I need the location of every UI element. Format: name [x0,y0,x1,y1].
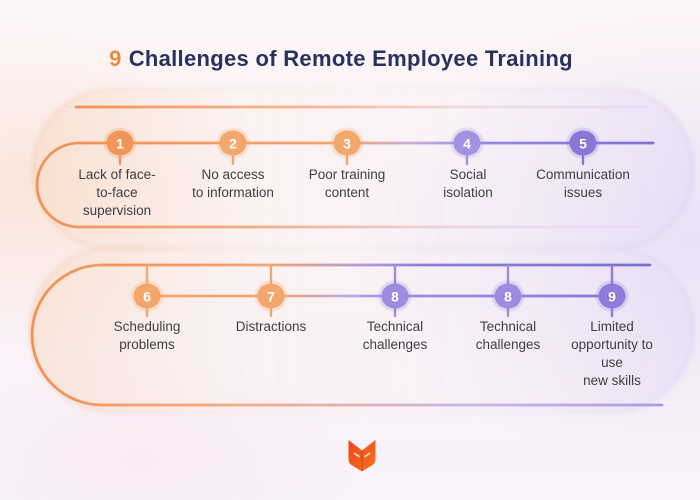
step-circle-8b: 8 [494,283,522,309]
title-number: 9 [109,46,122,71]
step-label-8: Technical challenges [362,319,428,352]
step-circle-5: 5 [569,130,597,156]
step-label-7: Distractions [235,319,307,334]
step-circle-6: 6 [133,283,161,309]
bottom-track-outline [30,263,664,407]
step-label-6: Scheduling problems [113,319,181,352]
step-circle-1: 1 [106,130,134,156]
step-circle-7: 7 [257,283,285,309]
step-circle-8: 8 [381,283,409,309]
step-label-1: Lack of face- to-face supervision [78,167,156,218]
fox-left-eye [353,452,360,458]
step-circle-4: 4 [453,130,481,156]
step-circle-3: 3 [333,130,361,156]
step-circle-2: 2 [219,130,247,156]
bottom-track-soft-pill [29,247,694,413]
fox-right-eye [364,452,371,458]
step-label-8b: Technical challenges [475,319,541,352]
fox-book-logo-icon [348,440,376,472]
title-text: Challenges of Remote Employee Training [128,46,573,71]
step-label-4: Social isolation [443,167,493,200]
step-label-5: Communication issues [536,167,630,200]
step-label-3: Poor training content [308,167,386,200]
step-circle-9: 9 [598,283,626,309]
step-label-2: No access to information [192,167,274,200]
top-track-outline [35,141,644,229]
step-label-9: Limited opportunity to use new skills [571,319,653,388]
